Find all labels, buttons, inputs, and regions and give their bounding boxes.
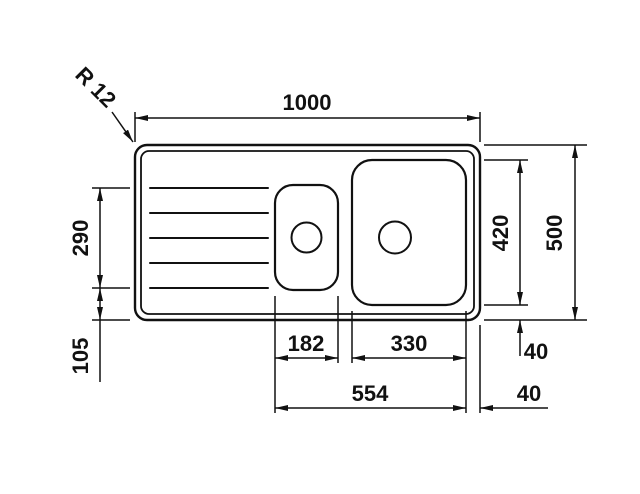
dim-label-drainboard-height: 290 bbox=[68, 220, 93, 257]
dim-bowls-total-width: 554 bbox=[275, 381, 466, 411]
dim-label-overall-height: 500 bbox=[542, 215, 567, 252]
dim-overall-width: 1000 bbox=[134, 90, 481, 142]
dim-label-corner-radius: R 12 bbox=[70, 62, 121, 113]
small-bowl bbox=[273, 183, 340, 292]
dim-label-overall-width: 1000 bbox=[283, 90, 332, 115]
dim-drainboard-height: 290 bbox=[68, 187, 130, 289]
sink-body bbox=[133, 143, 482, 322]
dim-label-right-rim: 40 bbox=[517, 381, 541, 406]
dim-label-small-bowl-width: 182 bbox=[288, 331, 325, 356]
main-bowl-drain-icon bbox=[378, 220, 412, 255]
sink-outer-edge bbox=[133, 143, 482, 322]
dim-bowl-height: 420 bbox=[484, 159, 528, 306]
sink-inner-rim bbox=[140, 150, 475, 315]
leader-line bbox=[111, 111, 134, 143]
dim-overall-height: 500 bbox=[484, 144, 587, 321]
dim-label-bottom-rim: 40 bbox=[524, 339, 548, 364]
dim-label-main-bowl-width: 330 bbox=[391, 331, 428, 356]
main-bowl bbox=[350, 158, 468, 307]
dim-label-bowl-height: 420 bbox=[488, 215, 513, 252]
dim-label-bowls-total-width: 554 bbox=[352, 381, 389, 406]
drainboard-ridges bbox=[149, 187, 269, 289]
dim-main-bowl-width: 330 bbox=[351, 311, 467, 413]
dim-drainboard-bottom-offset: 105 bbox=[68, 288, 130, 382]
dim-corner-radius: R 12 bbox=[70, 62, 134, 143]
dim-bottom-rim: 40 bbox=[517, 320, 548, 364]
dim-small-bowl-width: 182 bbox=[274, 296, 339, 413]
small-bowl-drain-icon bbox=[290, 221, 323, 254]
dim-right-rim: 40 bbox=[479, 325, 548, 413]
dim-label-drainboard-bottom-offset: 105 bbox=[68, 338, 93, 375]
